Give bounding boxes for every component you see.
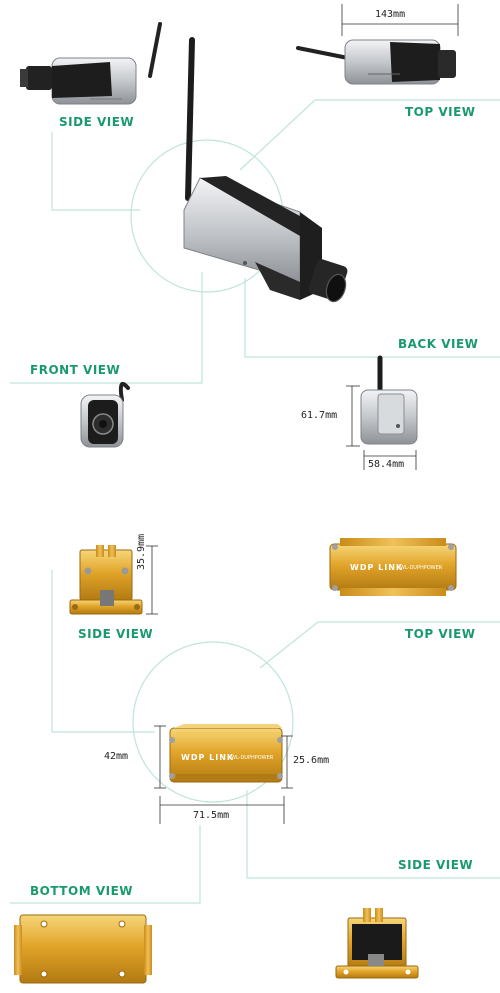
camera-side-view-image [20,22,162,105]
camera-width-value: 58.4mm [368,459,405,470]
transmitter-top-view-label: TOP VIEW [405,627,476,641]
guide-lines-camera [10,99,500,384]
transmitter-main-small-label: WL-DUPHPOWER [231,755,274,761]
camera-front-view-label: FRONT VIEW [30,363,121,377]
transmitter-length-value: 71.5mm [193,810,230,821]
transmitter-side-dimension [146,545,158,615]
camera-front-view-image [80,382,130,448]
camera-height-value: 61.7mm [301,410,338,421]
transmitter-side-right-view-label: SIDE VIEW [398,858,474,872]
camera-top-view-label: TOP VIEW [405,105,476,119]
transmitter-bottom-view-image [14,914,152,984]
camera-top-view-image [296,39,456,85]
transmitter-top-small-label: WL-DUPHPOWER [400,565,443,571]
camera-back-view-image [360,355,418,445]
transmitter-bottom-view-label: BOTTOM VIEW [30,884,133,898]
camera-back-view-label: BACK VIEW [398,337,479,351]
transmitter-side-view-label: SIDE VIEW [78,627,154,641]
transmitter-main-brand-label: WDP LINK [181,753,235,762]
transmitter-height-value: 42mm [104,751,129,762]
transmitter-side-view-image [69,545,143,615]
transmitter-side-right-view-image [335,908,419,979]
camera-main-image [183,37,348,303]
transmitter-top-view-image [329,538,457,596]
guide-lines-transmitter [10,570,500,904]
camera-side-view-label: SIDE VIEW [59,115,135,129]
transmitter-main-image [169,724,283,783]
camera-length-dimension [341,4,459,36]
transmitter-top-brand-label: WDP LINK [350,563,404,572]
transmitter-side-height-value: 35.9mm [136,533,147,570]
camera-length-value: 143mm [375,9,406,20]
transmitter-main-dimensions [154,725,293,824]
camera-back-dimensions [346,385,417,470]
transmitter-depth-value: 25.6mm [293,755,330,766]
